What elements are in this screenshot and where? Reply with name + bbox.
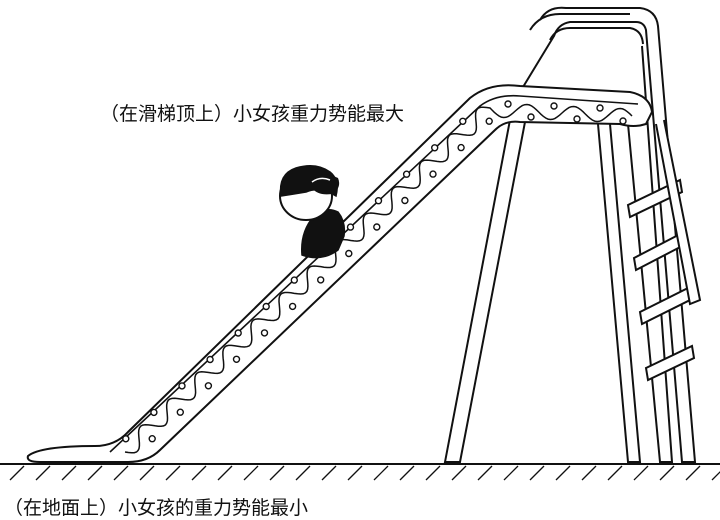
ladder	[626, 119, 702, 382]
caption-ground: （在地面上）小女孩的重力势能最小	[4, 497, 309, 519]
ground	[0, 463, 720, 481]
caption-top-slide: （在滑梯顶上）小女孩重力势能最大	[100, 103, 405, 125]
slide-frame	[443, 6, 697, 463]
girl-figure	[279, 165, 346, 259]
slide-chute	[26, 84, 654, 463]
